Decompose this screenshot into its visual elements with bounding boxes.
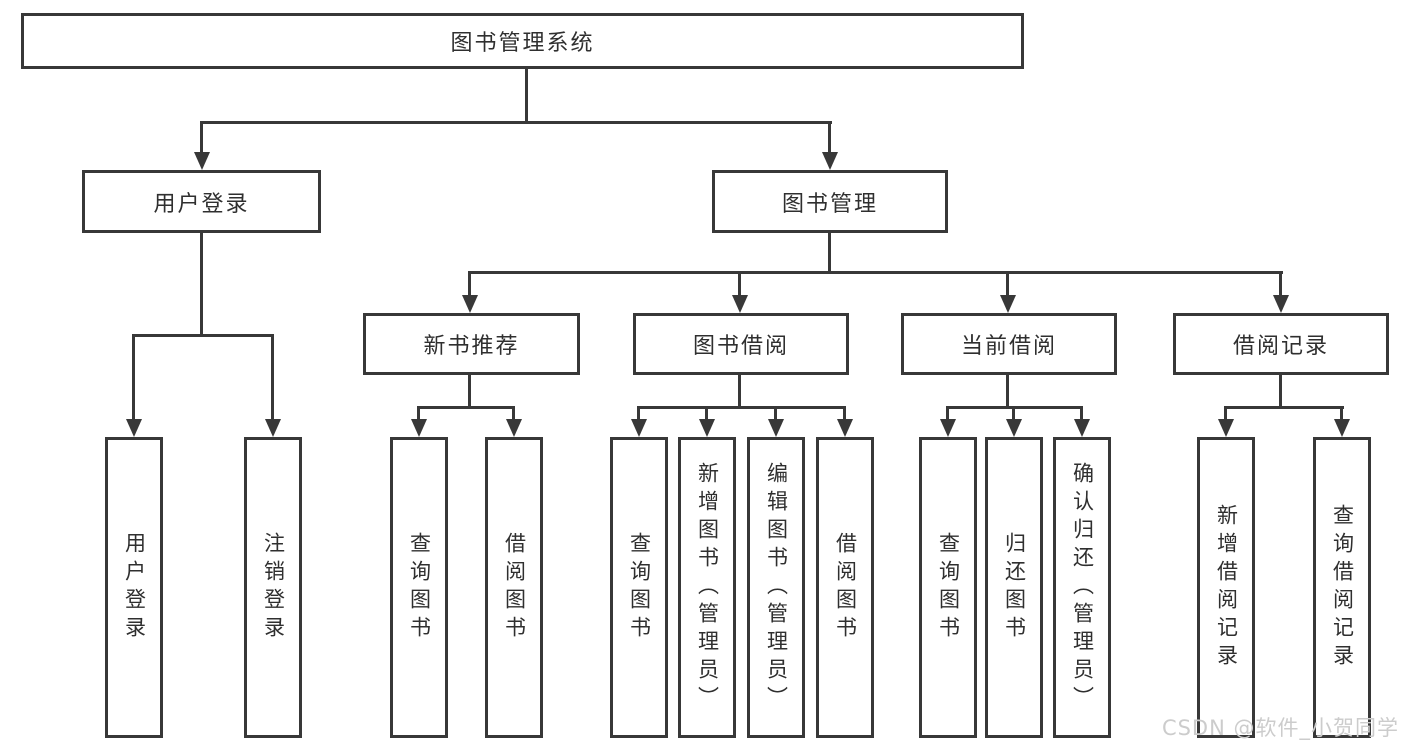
connector-line — [1279, 271, 1282, 298]
node-new-book-recommend-label: 新书推荐 — [423, 334, 520, 359]
leaf-add-book-admin-label: 新增图书（管理员） — [695, 461, 720, 714]
leaf-query-books-recommend: 查询图书 — [390, 437, 448, 738]
node-root-label: 图书管理系统 — [450, 31, 595, 56]
arrowhead-icon — [699, 419, 715, 437]
node-borrow-records-label: 借阅记录 — [1232, 334, 1329, 359]
node-book-management-label: 图书管理 — [781, 191, 878, 217]
leaf-edit-book-admin-label: 编辑图书（管理员） — [764, 461, 789, 714]
connector-line — [468, 271, 1283, 274]
connector-line — [738, 375, 741, 409]
arrowhead-icon — [631, 419, 647, 437]
leaf-borrow-books-borrowing: 借阅图书 — [816, 437, 874, 738]
connector-line — [946, 406, 949, 422]
node-current-borrowing-label: 当前借阅 — [960, 334, 1057, 359]
connector-line — [1224, 406, 1344, 409]
connector-line — [1224, 406, 1227, 422]
connector-line — [828, 121, 831, 155]
leaf-query-books-current: 查询图书 — [919, 437, 977, 738]
leaf-query-borrow-record: 查询借阅记录 — [1313, 437, 1371, 738]
arrowhead-icon — [1074, 419, 1090, 437]
arrowhead-icon — [126, 419, 142, 437]
connector-line — [1012, 406, 1015, 422]
leaf-borrow-books-recommend-label: 借阅图书 — [502, 531, 527, 644]
leaf-query-books-recommend-label: 查询图书 — [407, 531, 432, 644]
leaf-borrow-books-recommend: 借阅图书 — [485, 437, 543, 738]
connector-line — [200, 121, 203, 155]
arrowhead-icon — [411, 419, 427, 437]
arrowhead-icon — [506, 419, 522, 437]
connector-line — [637, 406, 846, 409]
arrowhead-icon — [1334, 419, 1350, 437]
csdn-watermark: CSDN @软件_小贺同学 — [1161, 716, 1399, 740]
leaf-add-borrow-record: 新增借阅记录 — [1197, 437, 1255, 738]
connector-line — [738, 271, 741, 298]
connector-line — [1006, 375, 1009, 409]
connector-line — [417, 406, 420, 422]
arrowhead-icon — [194, 152, 210, 170]
connector-line — [843, 406, 846, 422]
connector-line — [468, 375, 471, 409]
leaf-add-borrow-record-label: 新增借阅记录 — [1214, 503, 1239, 672]
node-book-management: 图书管理 — [712, 170, 948, 233]
node-new-book-recommend: 新书推荐 — [363, 313, 580, 375]
leaf-edit-book-admin: 编辑图书（管理员） — [747, 437, 805, 738]
connector-line — [637, 406, 640, 422]
leaf-return-book-label: 归还图书 — [1002, 531, 1027, 644]
node-book-borrowing-label: 图书借阅 — [692, 334, 789, 359]
leaf-user-login-label: 用户登录 — [122, 531, 147, 644]
arrowhead-icon — [1000, 295, 1016, 313]
arrowhead-icon — [768, 419, 784, 437]
connector-line — [512, 406, 515, 422]
connector-line — [417, 406, 515, 409]
connector-line — [200, 121, 832, 124]
arrowhead-icon — [1273, 295, 1289, 313]
node-current-borrowing: 当前借阅 — [901, 313, 1117, 375]
connector-line — [828, 233, 831, 274]
node-root: 图书管理系统 — [21, 13, 1024, 69]
connector-line — [1080, 406, 1083, 422]
arrowhead-icon — [462, 295, 478, 313]
leaf-add-book-admin: 新增图书（管理员） — [678, 437, 736, 738]
connector-line — [1279, 375, 1282, 409]
connector-line — [525, 69, 528, 124]
leaf-confirm-return-admin: 确认归还（管理员） — [1053, 437, 1111, 738]
leaf-query-books-borrowing: 查询图书 — [610, 437, 668, 738]
connector-line — [774, 406, 777, 422]
node-user-login-label: 用户登录 — [153, 191, 250, 217]
node-user-login: 用户登录 — [82, 170, 321, 233]
connector-line — [1340, 406, 1343, 422]
arrowhead-icon — [940, 419, 956, 437]
connector-line — [468, 271, 471, 298]
leaf-user-login: 用户登录 — [105, 437, 163, 738]
connector-line — [271, 334, 274, 422]
node-book-borrowing: 图书借阅 — [633, 313, 849, 375]
leaf-query-borrow-record-label: 查询借阅记录 — [1330, 503, 1355, 672]
arrowhead-icon — [265, 419, 281, 437]
connector-line — [1006, 271, 1009, 298]
arrowhead-icon — [732, 295, 748, 313]
leaf-return-book: 归还图书 — [985, 437, 1043, 738]
arrowhead-icon — [822, 152, 838, 170]
connector-line — [132, 334, 274, 337]
connector-line — [132, 334, 135, 422]
leaf-borrow-books-borrowing-label: 借阅图书 — [833, 531, 858, 644]
connector-line — [200, 233, 203, 337]
leaf-logout-label: 注销登录 — [261, 531, 286, 644]
node-borrow-records: 借阅记录 — [1173, 313, 1389, 375]
arrowhead-icon — [837, 419, 853, 437]
leaf-confirm-return-admin-label: 确认归还（管理员） — [1070, 461, 1095, 714]
connector-line — [705, 406, 708, 422]
arrowhead-icon — [1006, 419, 1022, 437]
leaf-query-books-current-label: 查询图书 — [936, 531, 961, 644]
leaf-logout: 注销登录 — [244, 437, 302, 738]
arrowhead-icon — [1218, 419, 1234, 437]
leaf-query-books-borrowing-label: 查询图书 — [627, 531, 652, 644]
